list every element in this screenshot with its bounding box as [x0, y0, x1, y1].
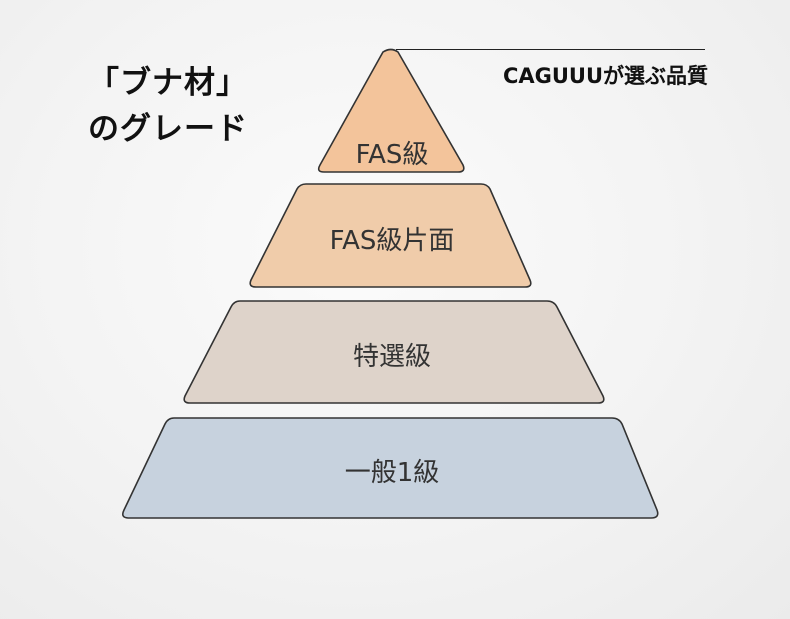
- diagram-title: 「ブナ材」 のグレード: [68, 60, 268, 152]
- tier-label-select: 特選級: [353, 342, 431, 372]
- tier-fas-one-side: [249, 183, 532, 288]
- title-line-1: 「ブナ材」: [88, 65, 248, 101]
- tier-label-fas: FAS級: [356, 140, 429, 170]
- tier-label-general-1: 一般1級: [345, 458, 440, 488]
- title-line-2: のグレード: [88, 111, 248, 147]
- callout-line: [396, 49, 705, 50]
- tier-label-fas-one-side: FAS級片面: [330, 226, 455, 256]
- tier-select: [183, 300, 605, 404]
- callout-text: CAGUUUが選ぶ品質: [502, 64, 708, 88]
- tier-general-1: [122, 417, 659, 519]
- tier-fas: [317, 48, 465, 173]
